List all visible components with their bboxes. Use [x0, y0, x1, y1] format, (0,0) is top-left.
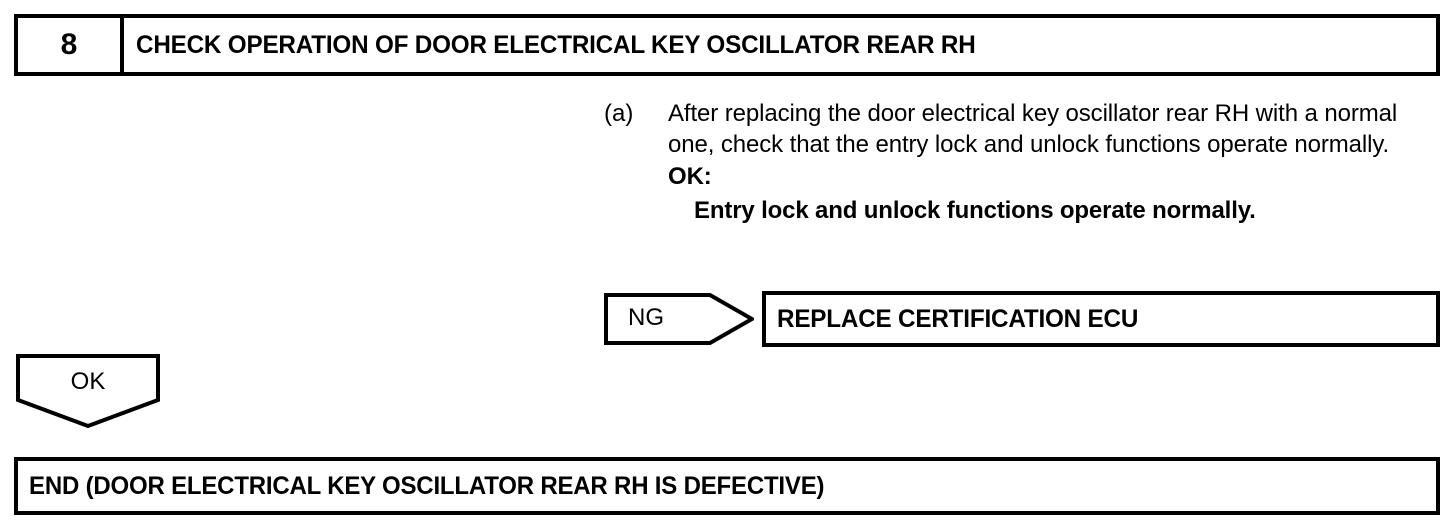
step-title-cell: CHECK OPERATION OF DOOR ELECTRICAL KEY O…	[124, 18, 1436, 72]
replace-certification-ecu-box: REPLACE CERTIFICATION ECU	[762, 291, 1440, 347]
step-title: CHECK OPERATION OF DOOR ELECTRICAL KEY O…	[136, 30, 976, 59]
step-header: 8 CHECK OPERATION OF DOOR ELECTRICAL KEY…	[14, 14, 1440, 76]
ok-arrow-shape: OK	[16, 354, 160, 428]
ng-arrow-shape	[604, 293, 754, 345]
procedure-block: (a) After replacing the door electrical …	[604, 98, 1444, 227]
procedure-item-marker: (a)	[604, 100, 634, 127]
step-number: 8	[60, 28, 78, 61]
procedure-item-a: (a) After replacing the door electrical …	[604, 98, 1444, 227]
replace-certification-ecu-label: REPLACE CERTIFICATION ECU	[777, 304, 1139, 333]
end-result-label: END (DOOR ELECTRICAL KEY OSCILLATOR REAR…	[29, 471, 825, 500]
ng-connector-label: NG	[628, 304, 664, 331]
step-number-cell: 8	[18, 18, 124, 72]
procedure-item-body: After replacing the door electrical key …	[668, 98, 1444, 227]
procedure-item-text: After replacing the door electrical key …	[668, 100, 1398, 158]
procedure-ok-value: Entry lock and unlock functions operate …	[694, 197, 1256, 224]
end-result-box: END (DOOR ELECTRICAL KEY OSCILLATOR REAR…	[14, 457, 1440, 515]
ok-connector-label: OK	[70, 368, 106, 395]
procedure-ok-label: OK:	[668, 163, 712, 190]
ng-branch-row: NG REPLACE CERTIFICATION ECU	[604, 291, 1440, 347]
